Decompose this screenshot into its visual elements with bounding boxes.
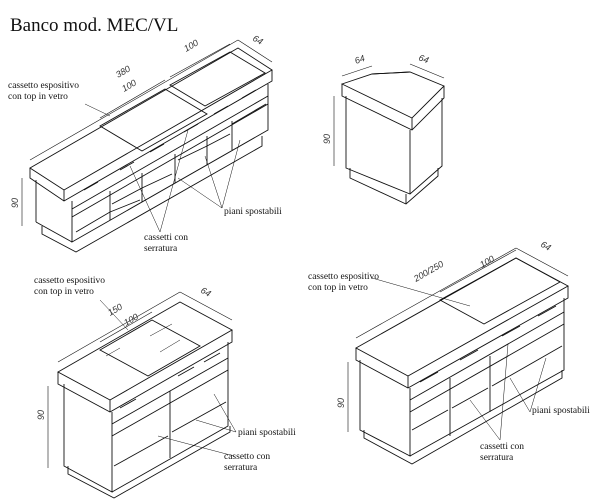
dim-380: 380: [114, 64, 132, 80]
dim-corner-64b: 64: [417, 52, 430, 65]
dim-64: 64: [251, 33, 265, 47]
dim-200-250: 200/250: [411, 259, 445, 284]
dim-150: 150: [106, 302, 124, 318]
counter-380: [21, 39, 273, 253]
dim-100-bl: 100: [122, 312, 140, 328]
corner-element: [333, 63, 445, 205]
counter-150: [47, 291, 237, 499]
label-cassetto-serratura-bl: cassetto con serratura: [224, 452, 271, 473]
dim-corner-90: 90: [322, 134, 332, 144]
label-piani-spostabili-bl: piani spostabili: [238, 428, 296, 438]
counter-200-250: [347, 247, 569, 465]
dim-64-br: 64: [539, 239, 553, 253]
label-cassetto-espositivo-bl: cassetto espositivo con top in vetro: [34, 276, 105, 297]
dim-100-br: 100: [478, 254, 496, 270]
dim-90-br: 90: [336, 398, 346, 408]
dim-90: 90: [10, 198, 20, 208]
label-cassetti-serratura-tl: cassetti con serratura: [144, 233, 189, 254]
dim-100b: 100: [182, 38, 200, 54]
dim-100: 100: [120, 78, 138, 94]
drawing-title: Banco mod. MEC/VL: [10, 15, 179, 36]
dim-corner-64a: 64: [353, 53, 366, 66]
label-cassetti-serratura-br: cassetti con serratura: [480, 442, 525, 463]
dim-90-bl: 90: [36, 410, 46, 420]
label-piani-spostabili-tl: piani spostabili: [224, 207, 282, 217]
label-cassetto-espositivo-tl: cassetto espositivo con top in vetro: [8, 81, 79, 102]
dim-64-bl: 64: [199, 285, 213, 299]
label-piani-spostabili-br: piani spostabili: [532, 406, 590, 416]
label-cassetto-espositivo-br: cassetto espositivo con top in vetro: [308, 272, 379, 293]
